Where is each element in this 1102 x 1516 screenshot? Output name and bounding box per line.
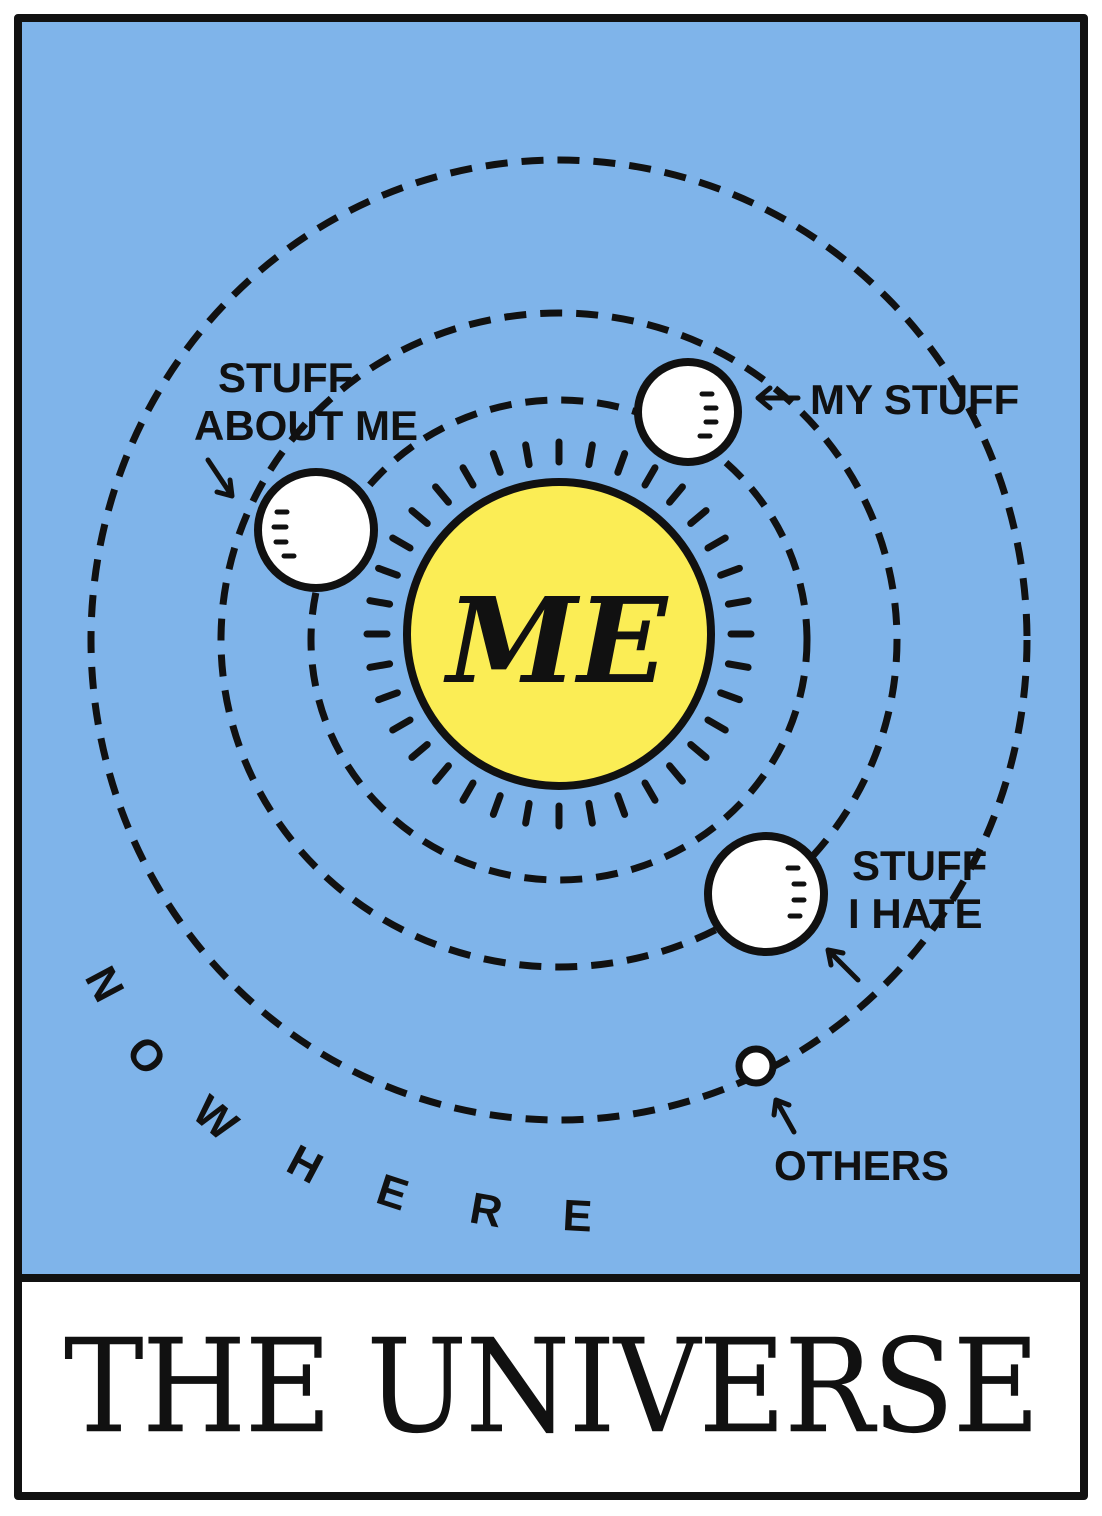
sun-ray [717, 564, 743, 579]
sun-ray [375, 564, 401, 579]
arrow-my-stuff [755, 385, 801, 411]
label-stuff-about-me-line2: ABOUT ME [194, 402, 418, 449]
universe-diagram: ME STUFF AB [22, 22, 1080, 1274]
orbit-inner [307, 396, 811, 884]
sun-ray [366, 660, 394, 671]
sun-ray [641, 464, 659, 489]
sun-ray [724, 597, 752, 608]
label-stuff-about-me-line1: STUFF [218, 354, 353, 401]
label-stuff-i-hate-line2: I HATE [848, 890, 983, 937]
comic-frame: ME STUFF AB [14, 14, 1088, 1500]
me-label: ME [443, 571, 670, 710]
sun-ray [408, 507, 431, 527]
sun-ray [614, 450, 629, 476]
sun-ray [687, 741, 710, 761]
planet-stuff-i-hate [704, 832, 828, 956]
sun-ray [522, 441, 533, 469]
sun-ray [408, 741, 431, 761]
sun-ray [432, 762, 452, 785]
sun-ray [614, 792, 629, 818]
planet-others [735, 1045, 777, 1087]
sun-ray [489, 792, 504, 818]
sun-ray [389, 534, 414, 552]
sun-ray [704, 534, 729, 552]
sun-ray [704, 716, 729, 734]
sun-ray [717, 689, 743, 704]
orbit-outer [87, 156, 1031, 1124]
sun-ray [459, 779, 477, 804]
sun-rays [363, 438, 755, 830]
sun-ray [432, 483, 452, 506]
sun-ray [585, 441, 596, 469]
arrow-stuff-i-hate [825, 947, 861, 983]
caption-title: THE UNIVERSE [63, 1311, 1040, 1463]
sun-ray [489, 450, 504, 476]
sun-ray [666, 483, 686, 506]
sun-ray [585, 799, 596, 827]
sun-ray [375, 689, 401, 704]
orbit-middle [217, 309, 901, 971]
label-others: OTHERS [774, 1142, 949, 1189]
sun-ray [522, 799, 533, 827]
sun-ray [389, 716, 414, 734]
nowhere-letter: E [561, 1191, 593, 1241]
planet-stuff-about-me [254, 468, 378, 592]
sun-ray [366, 597, 394, 608]
label-stuff-i-hate-line1: STUFF [852, 842, 987, 889]
label-my-stuff: MY STUFF [810, 376, 1019, 423]
planet-my-stuff [634, 358, 742, 466]
arrow-others [771, 1097, 797, 1135]
sun-ray [687, 507, 710, 527]
arrow-stuff-about-me [205, 457, 235, 499]
sun-ray [459, 464, 477, 489]
universe-panel: ME STUFF AB [22, 22, 1080, 1282]
sun-ray [724, 660, 752, 671]
caption-box: THE UNIVERSE [22, 1282, 1080, 1492]
sun [403, 478, 715, 790]
sun-ray [641, 779, 659, 804]
sun-ray [666, 762, 686, 785]
